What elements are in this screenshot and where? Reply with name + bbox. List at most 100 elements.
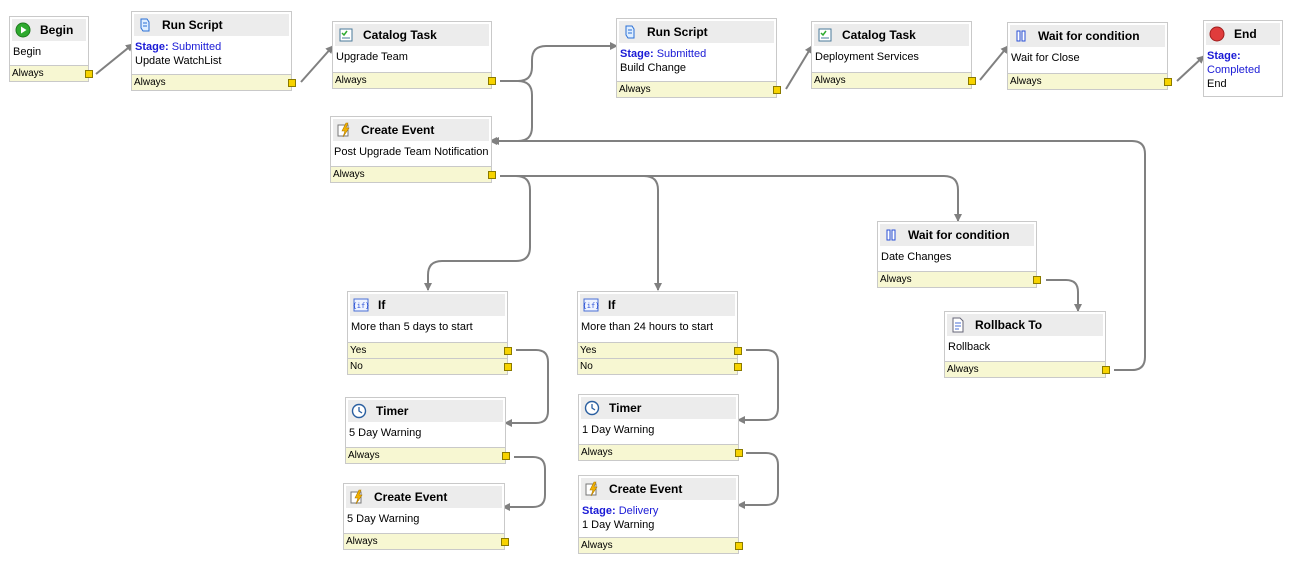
activity-if[interactable]: {if} If More than 24 hours to start Yes … [577, 291, 742, 375]
exit-port[interactable] [288, 79, 296, 87]
exit-no[interactable]: No [348, 358, 512, 374]
exit-port[interactable] [502, 452, 510, 460]
script-icon [136, 16, 154, 34]
exit-port[interactable] [1033, 276, 1041, 284]
activity-body: Stage: Completed End [1207, 49, 1279, 91]
activity-description: Update WatchList [135, 55, 222, 67]
activity-header: Run Script [134, 14, 289, 36]
exit-label: No [350, 361, 363, 372]
activity-description: 1 Day Warning [582, 424, 655, 436]
clock-icon [583, 399, 601, 417]
event-icon [348, 488, 366, 506]
exit-always[interactable]: Always [617, 81, 781, 97]
activity-header: Begin [12, 19, 86, 41]
exit-always[interactable]: Always [331, 166, 496, 182]
exit-port[interactable] [734, 347, 742, 355]
activity-timer[interactable]: Timer 1 Day Warning Always [578, 394, 743, 461]
exit-port[interactable] [504, 363, 512, 371]
exit-label: Always [581, 447, 613, 458]
activity-title: Create Event [609, 482, 683, 496]
exit-port[interactable] [773, 86, 781, 94]
condition-icon: {if} [582, 296, 600, 314]
exit-label: Yes [580, 345, 597, 356]
activity-title: Run Script [647, 25, 708, 39]
exit-port[interactable] [968, 77, 976, 85]
exit-always[interactable]: Always [344, 533, 509, 549]
exit-always[interactable]: Always [579, 537, 743, 553]
script-icon [621, 23, 639, 41]
exit-always[interactable]: Always [945, 361, 1110, 377]
activity-description: End [1207, 78, 1227, 90]
connector-catalog1-runscript2 [500, 42, 618, 82]
activity-header: Create Event [581, 478, 736, 500]
activity-description: Post Upgrade Team Notification [334, 146, 489, 158]
exit-port[interactable] [504, 347, 512, 355]
activity-header: Catalog Task [335, 24, 489, 46]
activity-wait-for-condition[interactable]: Wait for condition Date Changes Always [877, 221, 1041, 288]
exit-port[interactable] [735, 542, 743, 550]
exit-label: Always [947, 364, 979, 375]
activity-end[interactable]: End Stage: Completed End [1203, 20, 1283, 97]
activity-body: More than 5 days to start [351, 320, 504, 334]
activity-description: More than 5 days to start [351, 321, 473, 333]
exit-label: Always [814, 75, 846, 86]
connector-catalog2-wait1 [979, 45, 1009, 81]
activity-header: Rollback To [947, 314, 1103, 336]
activity-rollback-to[interactable]: Rollback To Rollback Always [944, 311, 1110, 378]
activity-title: Create Event [361, 123, 435, 137]
activity-header: Run Script [619, 21, 774, 43]
activity-timer[interactable]: Timer 5 Day Warning Always [345, 397, 510, 464]
exit-always[interactable]: Always [333, 72, 496, 88]
exit-label: Always [619, 84, 651, 95]
activity-header: Timer [348, 400, 503, 422]
exit-no[interactable]: No [578, 358, 742, 374]
exit-port[interactable] [488, 171, 496, 179]
activity-run-script[interactable]: Run Script Stage: Submitted Build Change… [616, 18, 781, 98]
activity-description: Date Changes [881, 251, 952, 263]
exit-port[interactable] [501, 538, 509, 546]
stage-value: Completed [1207, 64, 1261, 76]
checklist-icon [816, 26, 834, 44]
activity-description: Build Change [620, 62, 687, 74]
exit-always[interactable]: Always [10, 65, 93, 81]
stage-value: Delivery [618, 505, 659, 517]
activity-create-event[interactable]: Create Event Post Upgrade Team Notificat… [330, 116, 496, 183]
exit-always[interactable]: Always [346, 447, 510, 463]
exit-yes[interactable]: Yes [578, 342, 742, 358]
event-icon [583, 480, 601, 498]
svg-text:{if}: {if} [353, 302, 369, 310]
activity-header: Catalog Task [814, 24, 969, 46]
activity-wait-for-condition[interactable]: Wait for condition Wait for Close Always [1007, 22, 1172, 90]
activity-begin[interactable]: Begin Begin Always [9, 16, 93, 82]
activity-run-script[interactable]: Run Script Stage: Submitted Update Watch… [131, 11, 296, 91]
exit-port[interactable] [734, 363, 742, 371]
exit-label: Always [348, 450, 380, 461]
exit-port[interactable] [85, 70, 93, 78]
activity-if[interactable]: {if} If More than 5 days to start Yes No [347, 291, 512, 375]
pause-icon [1012, 27, 1030, 45]
exit-label: Always [880, 274, 912, 285]
activity-create-event[interactable]: Create Event Stage: Delivery 1 Day Warni… [578, 475, 743, 554]
exit-port[interactable] [735, 449, 743, 457]
exit-port[interactable] [1164, 78, 1172, 86]
exit-label: Always [134, 77, 166, 88]
exit-yes[interactable]: Yes [348, 342, 512, 358]
activity-title: Create Event [374, 490, 448, 504]
exit-always[interactable]: Always [878, 271, 1041, 287]
activity-body: Rollback [948, 340, 1102, 354]
activity-title: Timer [609, 401, 642, 415]
activity-create-event[interactable]: Create Event 5 Day Warning Always [343, 483, 509, 550]
activity-catalog-task[interactable]: Catalog Task Upgrade Team Always [332, 21, 496, 89]
activity-description: Wait for Close [1011, 52, 1080, 64]
activity-title: Run Script [162, 18, 223, 32]
exit-port[interactable] [488, 77, 496, 85]
activity-header: End [1206, 23, 1280, 45]
activity-catalog-task[interactable]: Catalog Task Deployment Services Always [811, 21, 976, 89]
exit-port[interactable] [1102, 366, 1110, 374]
pause-icon [882, 226, 900, 244]
exit-always[interactable]: Always [132, 74, 296, 90]
exit-always[interactable]: Always [579, 444, 743, 460]
exit-always[interactable]: Always [812, 72, 976, 88]
exit-always[interactable]: Always [1008, 73, 1172, 89]
activity-description: 1 Day Warning [582, 519, 655, 531]
